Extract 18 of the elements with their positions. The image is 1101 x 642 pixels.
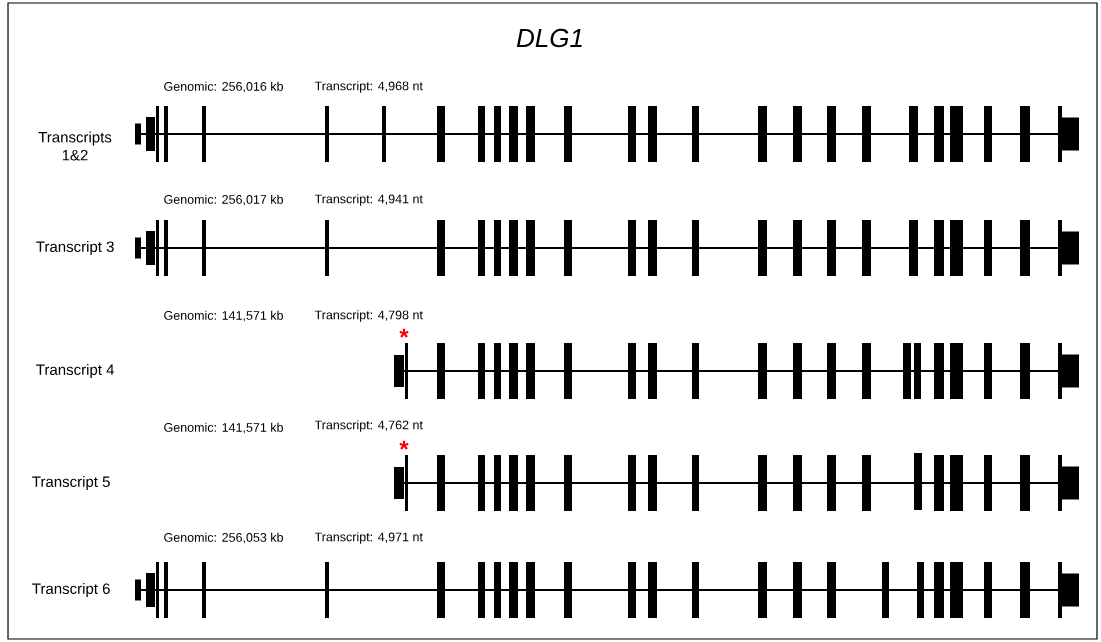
transcript-name-label: Transcript 3 xyxy=(36,241,114,255)
genomic-length-label: Genomic: 256,053 kb xyxy=(164,532,283,544)
asterisk-mark: * xyxy=(399,328,409,338)
transcript-name-label: Transcripts 1&2 xyxy=(38,131,112,161)
genomic-length-label: Genomic: 141,571 kb xyxy=(164,422,283,434)
genomic-length-label: Genomic: 256,017 kb xyxy=(164,194,283,206)
transcript-name-label: Transcript 5 xyxy=(32,476,110,490)
gene-title: DLG1 xyxy=(516,28,582,48)
transcript-length-label: Transcript: 4,941 nt xyxy=(314,194,423,206)
transcript-length-label: Transcript: 4,798 nt xyxy=(314,310,423,322)
transcript-length-label: Transcript: 4,968 nt xyxy=(314,81,423,93)
transcript-length-label: Transcript: 4,971 nt xyxy=(314,532,423,544)
genomic-length-label: Genomic: 141,571 kb xyxy=(164,310,283,322)
transcript-name-label: Transcript 4 xyxy=(36,364,114,378)
asterisk-mark: * xyxy=(399,440,409,450)
transcript-name-label: Transcript 6 xyxy=(32,583,110,597)
genomic-length-label: Genomic: 256,016 kb xyxy=(164,81,283,93)
transcript-length-label: Transcript: 4,762 nt xyxy=(314,420,423,432)
